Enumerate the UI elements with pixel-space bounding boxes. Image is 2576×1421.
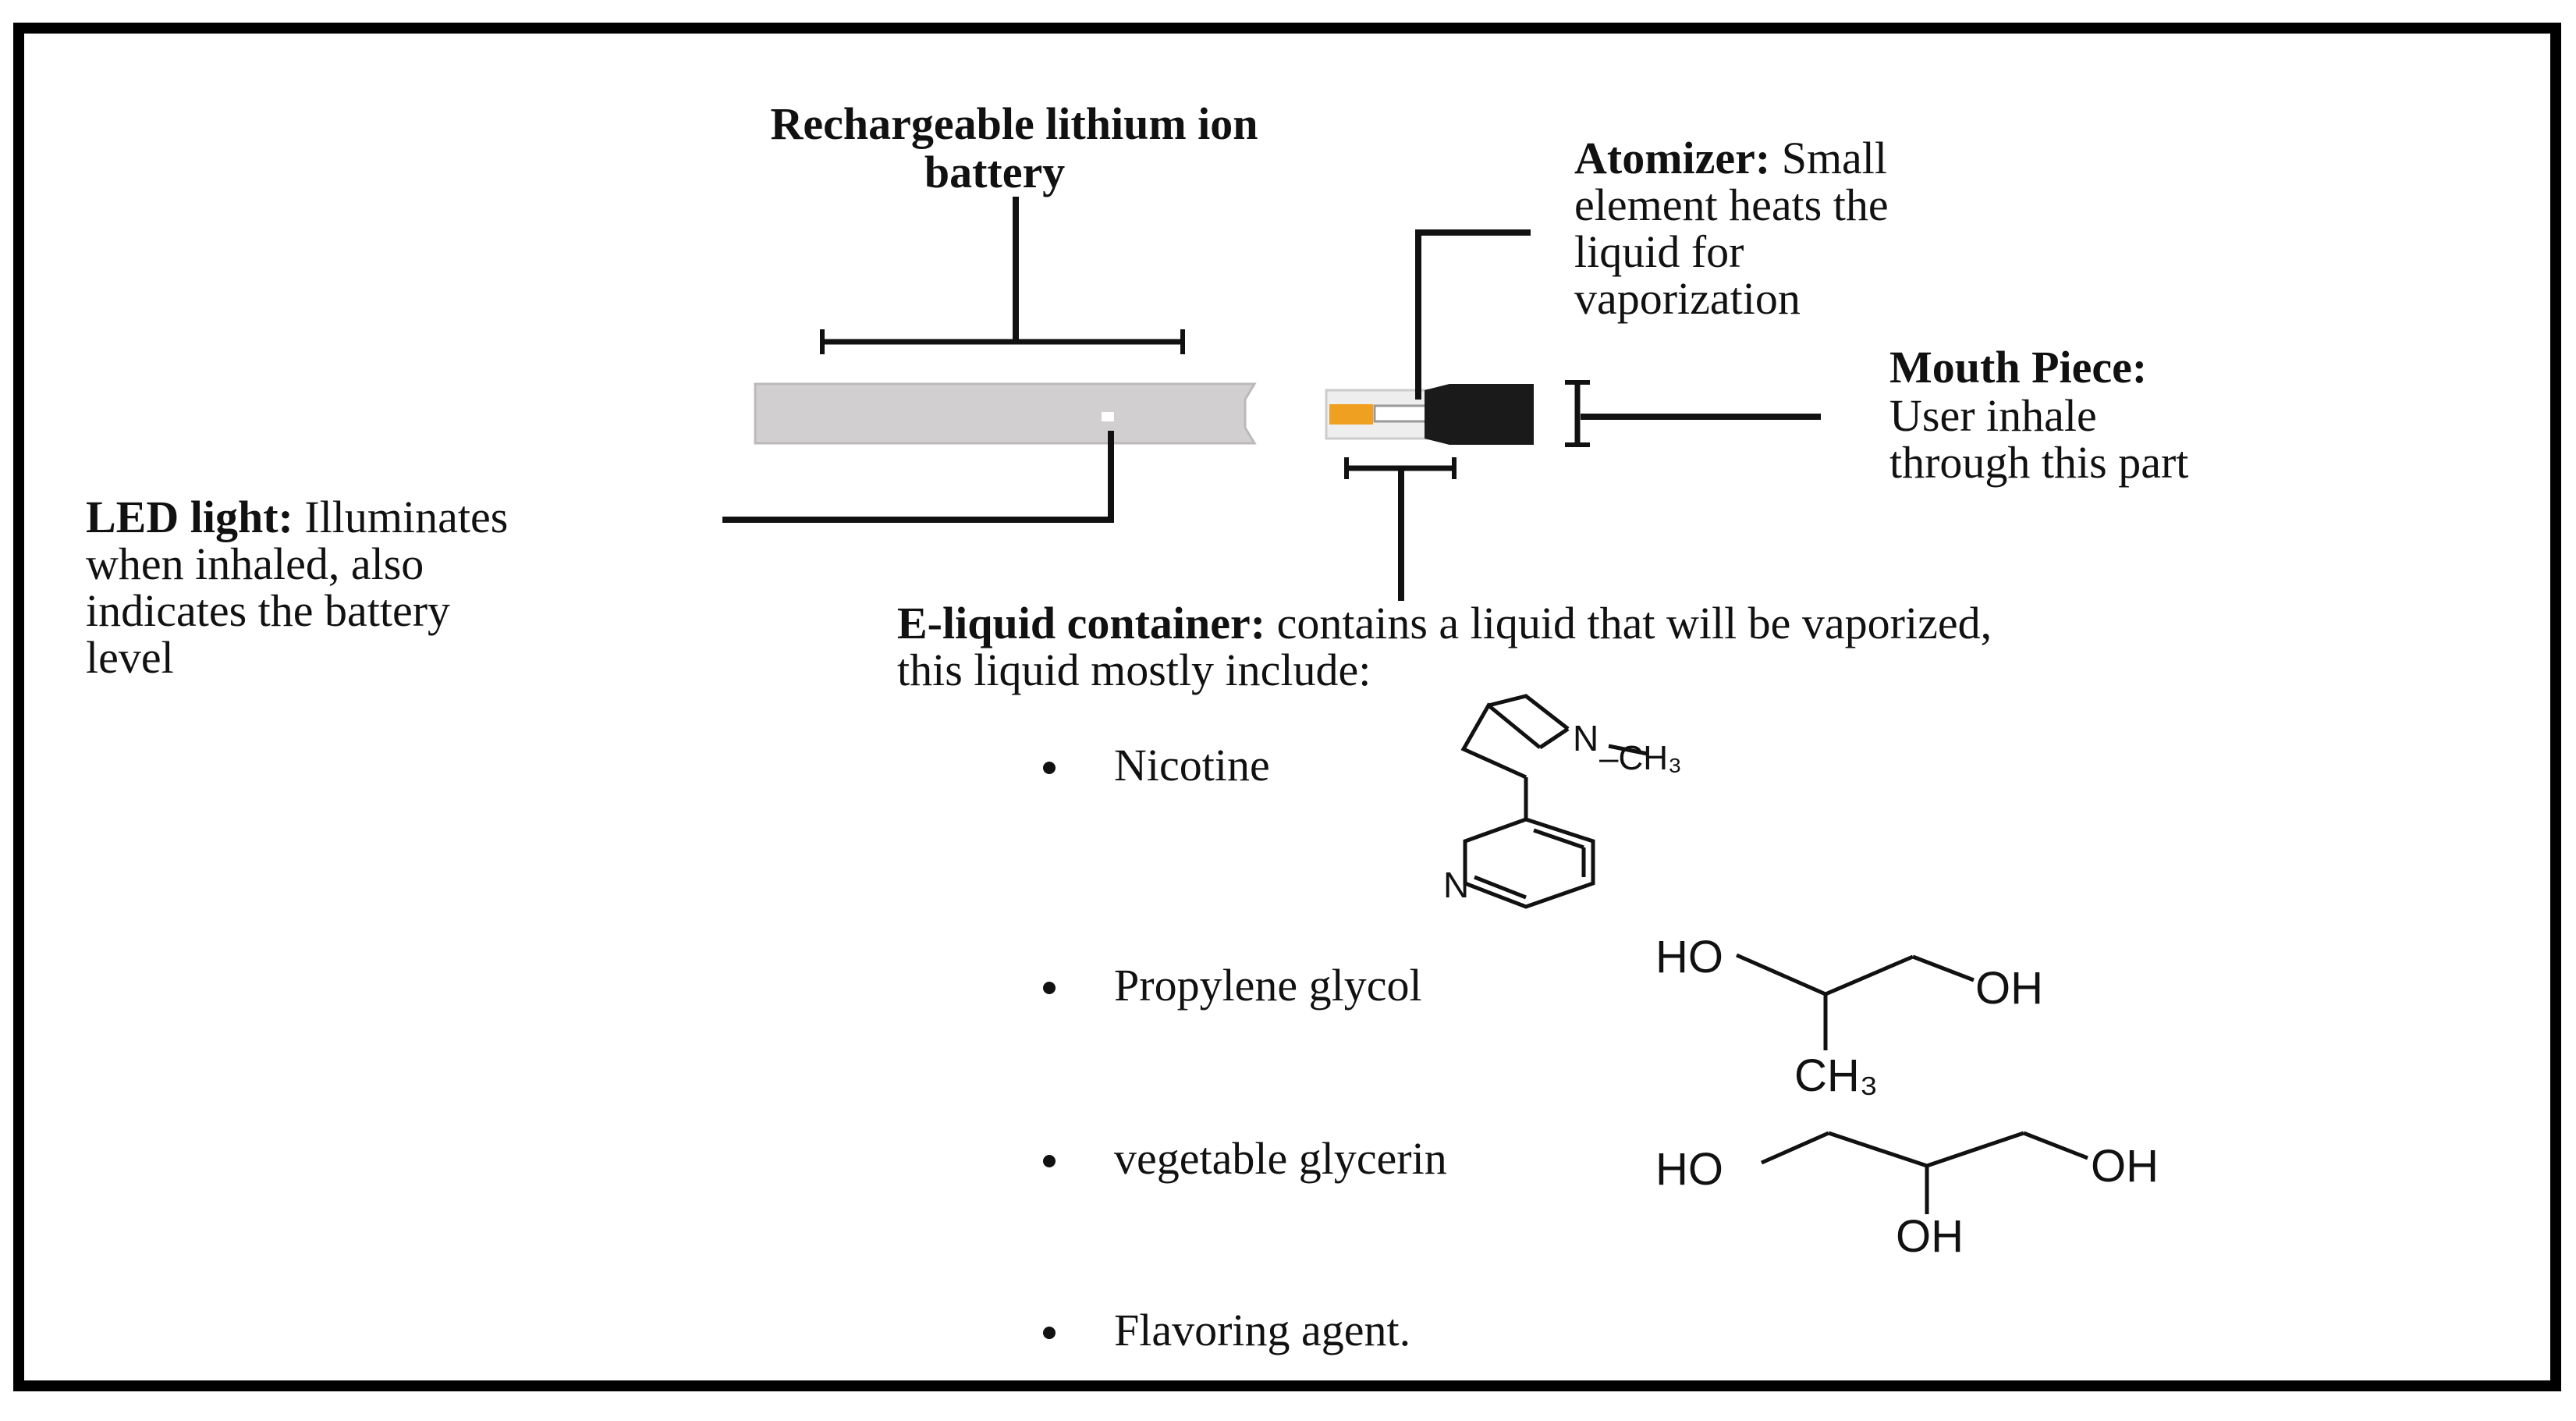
- led-label-line4: level: [86, 632, 174, 683]
- atomizer-label-line3: liquid for: [1574, 226, 1744, 277]
- mouthpiece-label-line3: through this part: [1889, 437, 2188, 488]
- glycerin-ho: HO: [1655, 1144, 1723, 1195]
- atomizer-label-line2: element heats the: [1574, 179, 1889, 230]
- propylene-glycol-structure: [1735, 953, 1975, 1050]
- glycerin-oh-bottom: OH: [1896, 1211, 1964, 1262]
- eliquid-label-line1: E-liquid container: contains a liquid th…: [897, 598, 1992, 648]
- battery-label-line1: Rechargeable lithium ion: [770, 98, 1258, 149]
- battery-body: [754, 382, 1257, 445]
- mouthpiece-label-line2: User inhale: [1889, 390, 2097, 441]
- ingredient-flavoring-agent: Flavoring agent.: [1114, 1305, 1410, 1355]
- atomizer-label-line4: vaporization: [1574, 273, 1801, 324]
- led-label-line1: LED light: Illuminates: [86, 492, 508, 542]
- glycerin-structure: [1760, 1131, 2088, 1214]
- eliquid-label-line2: this liquid mostly include:: [897, 645, 1371, 695]
- bullet-2: [1043, 982, 1056, 994]
- atomizer-label-line1: Atomizer: Small: [1574, 133, 1887, 183]
- pg-oh: OH: [1975, 963, 2043, 1014]
- atomizer-heater: [1329, 404, 1373, 425]
- nicotine-structure: [1460, 694, 1648, 909]
- outer-frame: [13, 23, 2561, 1391]
- bullet-4: [1043, 1327, 1056, 1339]
- nicotine-ring-n: N: [1573, 718, 1598, 758]
- pg-ch3: CH₃: [1794, 1050, 1878, 1101]
- nicotine-methyl: –CH₃: [1599, 739, 1682, 777]
- ingredient-nicotine: Nicotine: [1114, 740, 1270, 790]
- battery-label-line2: battery: [924, 147, 1065, 197]
- ingredient-vegetable-glycerin: vegetable glycerin: [1114, 1133, 1447, 1184]
- led-leader-line: [722, 431, 1114, 523]
- mouthpiece-label-line1: Mouth Piece:: [1889, 342, 2147, 393]
- bullet-1: [1043, 762, 1056, 774]
- led-light: [1102, 412, 1114, 421]
- mouthpiece-body: [1425, 384, 1534, 445]
- bullet-3: [1043, 1155, 1056, 1167]
- nicotine-pyridine-n: N: [1443, 865, 1469, 905]
- pg-ho: HO: [1655, 932, 1723, 982]
- ingredient-propylene-glycol: Propylene glycol: [1114, 960, 1422, 1011]
- atomizer-coil: [1373, 404, 1428, 423]
- atomizer-leader-line: [1415, 229, 1531, 400]
- glycerin-oh-right: OH: [2091, 1141, 2159, 1192]
- led-label-line3: indicates the battery: [86, 585, 450, 636]
- led-label-line2: when inhaled, also: [86, 538, 424, 589]
